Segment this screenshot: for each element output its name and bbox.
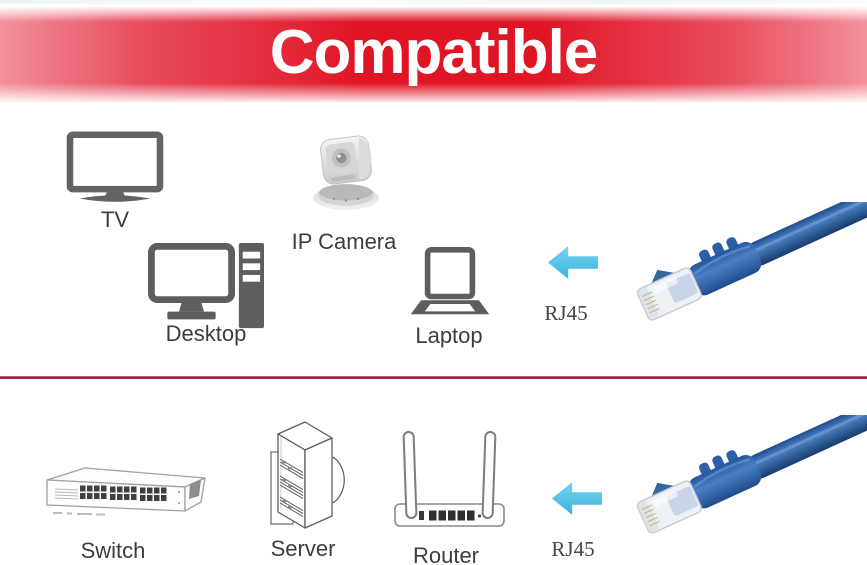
rj45-cable-image-top bbox=[636, 202, 867, 321]
rj45-label-top: RJ45 bbox=[544, 301, 588, 325]
rj45-label-bottom: RJ45 bbox=[551, 537, 595, 561]
switch-label: Switch bbox=[80, 538, 146, 563]
switch-icon bbox=[46, 467, 206, 516]
rj45-cable-image-bottom bbox=[636, 415, 867, 534]
laptop-label: Laptop bbox=[415, 323, 483, 348]
tv-icon bbox=[66, 131, 164, 202]
section-divider bbox=[0, 376, 867, 379]
router-label: Router bbox=[412, 543, 480, 565]
banner-title: Compatible bbox=[269, 17, 599, 87]
laptop-icon bbox=[410, 247, 490, 315]
router-icon bbox=[394, 431, 505, 527]
tv-label: TV bbox=[100, 207, 130, 232]
desktop-label: Desktop bbox=[165, 321, 247, 346]
server-label: Server bbox=[270, 536, 336, 561]
left-arrow-icon bbox=[552, 482, 602, 515]
desktop-icon bbox=[148, 243, 264, 329]
server-icon bbox=[270, 421, 345, 529]
top-edge-artifact bbox=[0, 0, 867, 4]
left-arrow-icon bbox=[548, 246, 598, 279]
banner: Compatible bbox=[0, 7, 867, 102]
ip-camera-label: IP Camera bbox=[291, 229, 397, 254]
ip-camera-icon bbox=[313, 135, 379, 210]
